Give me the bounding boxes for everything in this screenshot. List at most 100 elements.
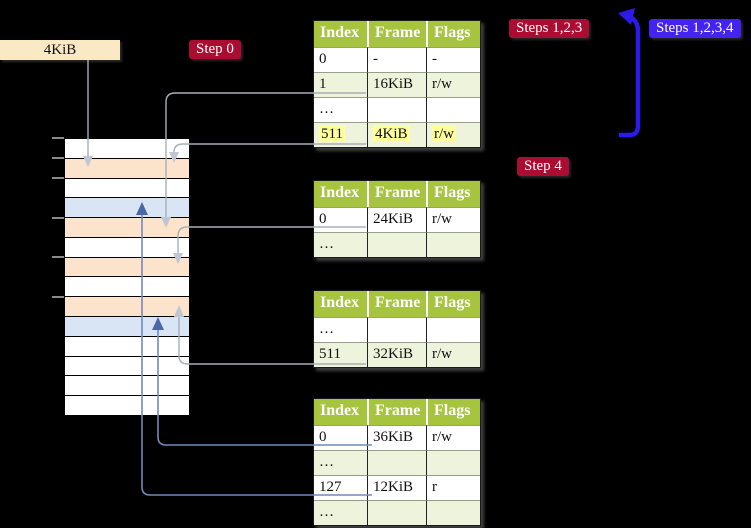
cell-text: r/w [432, 346, 452, 362]
table-cell: 12KiB [367, 475, 426, 500]
column-header: Frame [367, 399, 426, 425]
column-header: Index [320, 402, 360, 419]
memory-frame-row-10 [65, 336, 189, 357]
cell-text: 12KiB [373, 479, 414, 495]
cell-text: 0 [319, 211, 327, 227]
cell-text: 16KiB [373, 76, 414, 92]
table-cell: … [314, 450, 367, 475]
address-tick [52, 256, 64, 258]
address-tick [52, 137, 64, 139]
table-cell: r [426, 475, 480, 500]
steps-1234-label: Steps 1,2,3,4 [649, 19, 741, 38]
memory-frame-row-8 [65, 297, 189, 318]
column-header: Frame [367, 181, 426, 207]
address-tick [52, 217, 64, 219]
cell-text: … [319, 321, 334, 337]
memory-frame-row-0 [65, 139, 189, 159]
table-cell: 4KiB [367, 122, 426, 147]
memory-frame-row-11 [65, 356, 189, 377]
memory-frame-row-12 [65, 376, 189, 397]
cell-text: 32KiB [373, 346, 414, 362]
memory-frame-row-3 [65, 198, 189, 219]
table-cell: - [426, 47, 480, 72]
table-cell: … [314, 232, 367, 257]
table-cell [426, 317, 480, 342]
cell-text: 511 [319, 346, 341, 362]
table-cell: 16KiB [367, 72, 426, 97]
memory-frame-row-13 [65, 396, 189, 415]
table-row: 511 4KiB r/w [314, 122, 480, 147]
table-cell [426, 232, 480, 257]
memory-frame-row-6 [65, 257, 189, 278]
table-cell [426, 450, 480, 475]
table-row: … [314, 232, 480, 257]
table-row: 0 - - [314, 47, 480, 72]
cell-text: r/w [432, 211, 452, 227]
column-header: Flags [426, 181, 480, 207]
memory-frame-row-4 [65, 218, 189, 238]
table-cell: 0 [314, 425, 367, 450]
table-cell: r/w [426, 122, 480, 147]
table-cell: 32KiB [367, 342, 426, 367]
steps-cycle-arrow [618, 8, 641, 138]
table-cell: … [314, 500, 367, 525]
memory-frame-row-7 [65, 277, 189, 298]
table-cell: … [314, 317, 367, 342]
step0-label: Step 0 [189, 40, 241, 59]
table-row: 127 12KiB r [314, 475, 480, 500]
column-header: Frame [367, 291, 426, 317]
table-cell [367, 97, 426, 122]
table-cell: r/w [426, 425, 480, 450]
table-cell [367, 450, 426, 475]
table-row: 511 32KiB r/w [314, 342, 480, 367]
table-row: … [314, 97, 480, 122]
physical-memory-column [64, 138, 190, 416]
memory-frame-row-1 [65, 158, 189, 179]
table-cell: 511 [314, 122, 367, 147]
cell-text: 36KiB [373, 429, 414, 445]
table-cell [426, 97, 480, 122]
table-cell: … [314, 97, 367, 122]
column-header: Frame [367, 21, 426, 47]
cell-text: 0 [319, 429, 327, 445]
cell-text: 1 [319, 76, 327, 92]
memory-frame-row-9 [65, 317, 189, 337]
table-row: 0 36KiB r/w [314, 425, 480, 450]
table-cell: r/w [426, 207, 480, 232]
cell-text: - [373, 51, 378, 67]
cell-text: 127 [319, 479, 342, 495]
table-cell [426, 500, 480, 525]
address-tick [52, 157, 64, 159]
table-cell: 0 [314, 207, 367, 232]
address-tick [52, 177, 64, 179]
table-cell: r/w [426, 342, 480, 367]
table-cell: 511 [314, 342, 367, 367]
step4-label: Step 4 [517, 157, 569, 176]
table-row: … [314, 500, 480, 525]
table-cell [367, 317, 426, 342]
column-header: Index [320, 184, 360, 201]
table-cell: 0 [314, 47, 367, 72]
column-header: Index [320, 24, 360, 41]
memory-address-label: 4KiB [0, 40, 120, 60]
cell-text: … [319, 101, 334, 117]
steps-123-label: Steps 1,2,3 [509, 19, 590, 38]
table-cell: - [367, 47, 426, 72]
address-tick [52, 296, 64, 298]
cell-text: 0 [319, 51, 327, 67]
column-header: Flags [426, 399, 480, 425]
table-cell [367, 232, 426, 257]
cell-text: 4KiB [373, 126, 410, 142]
cell-text: 511 [319, 126, 345, 142]
table-cell: 36KiB [367, 425, 426, 450]
